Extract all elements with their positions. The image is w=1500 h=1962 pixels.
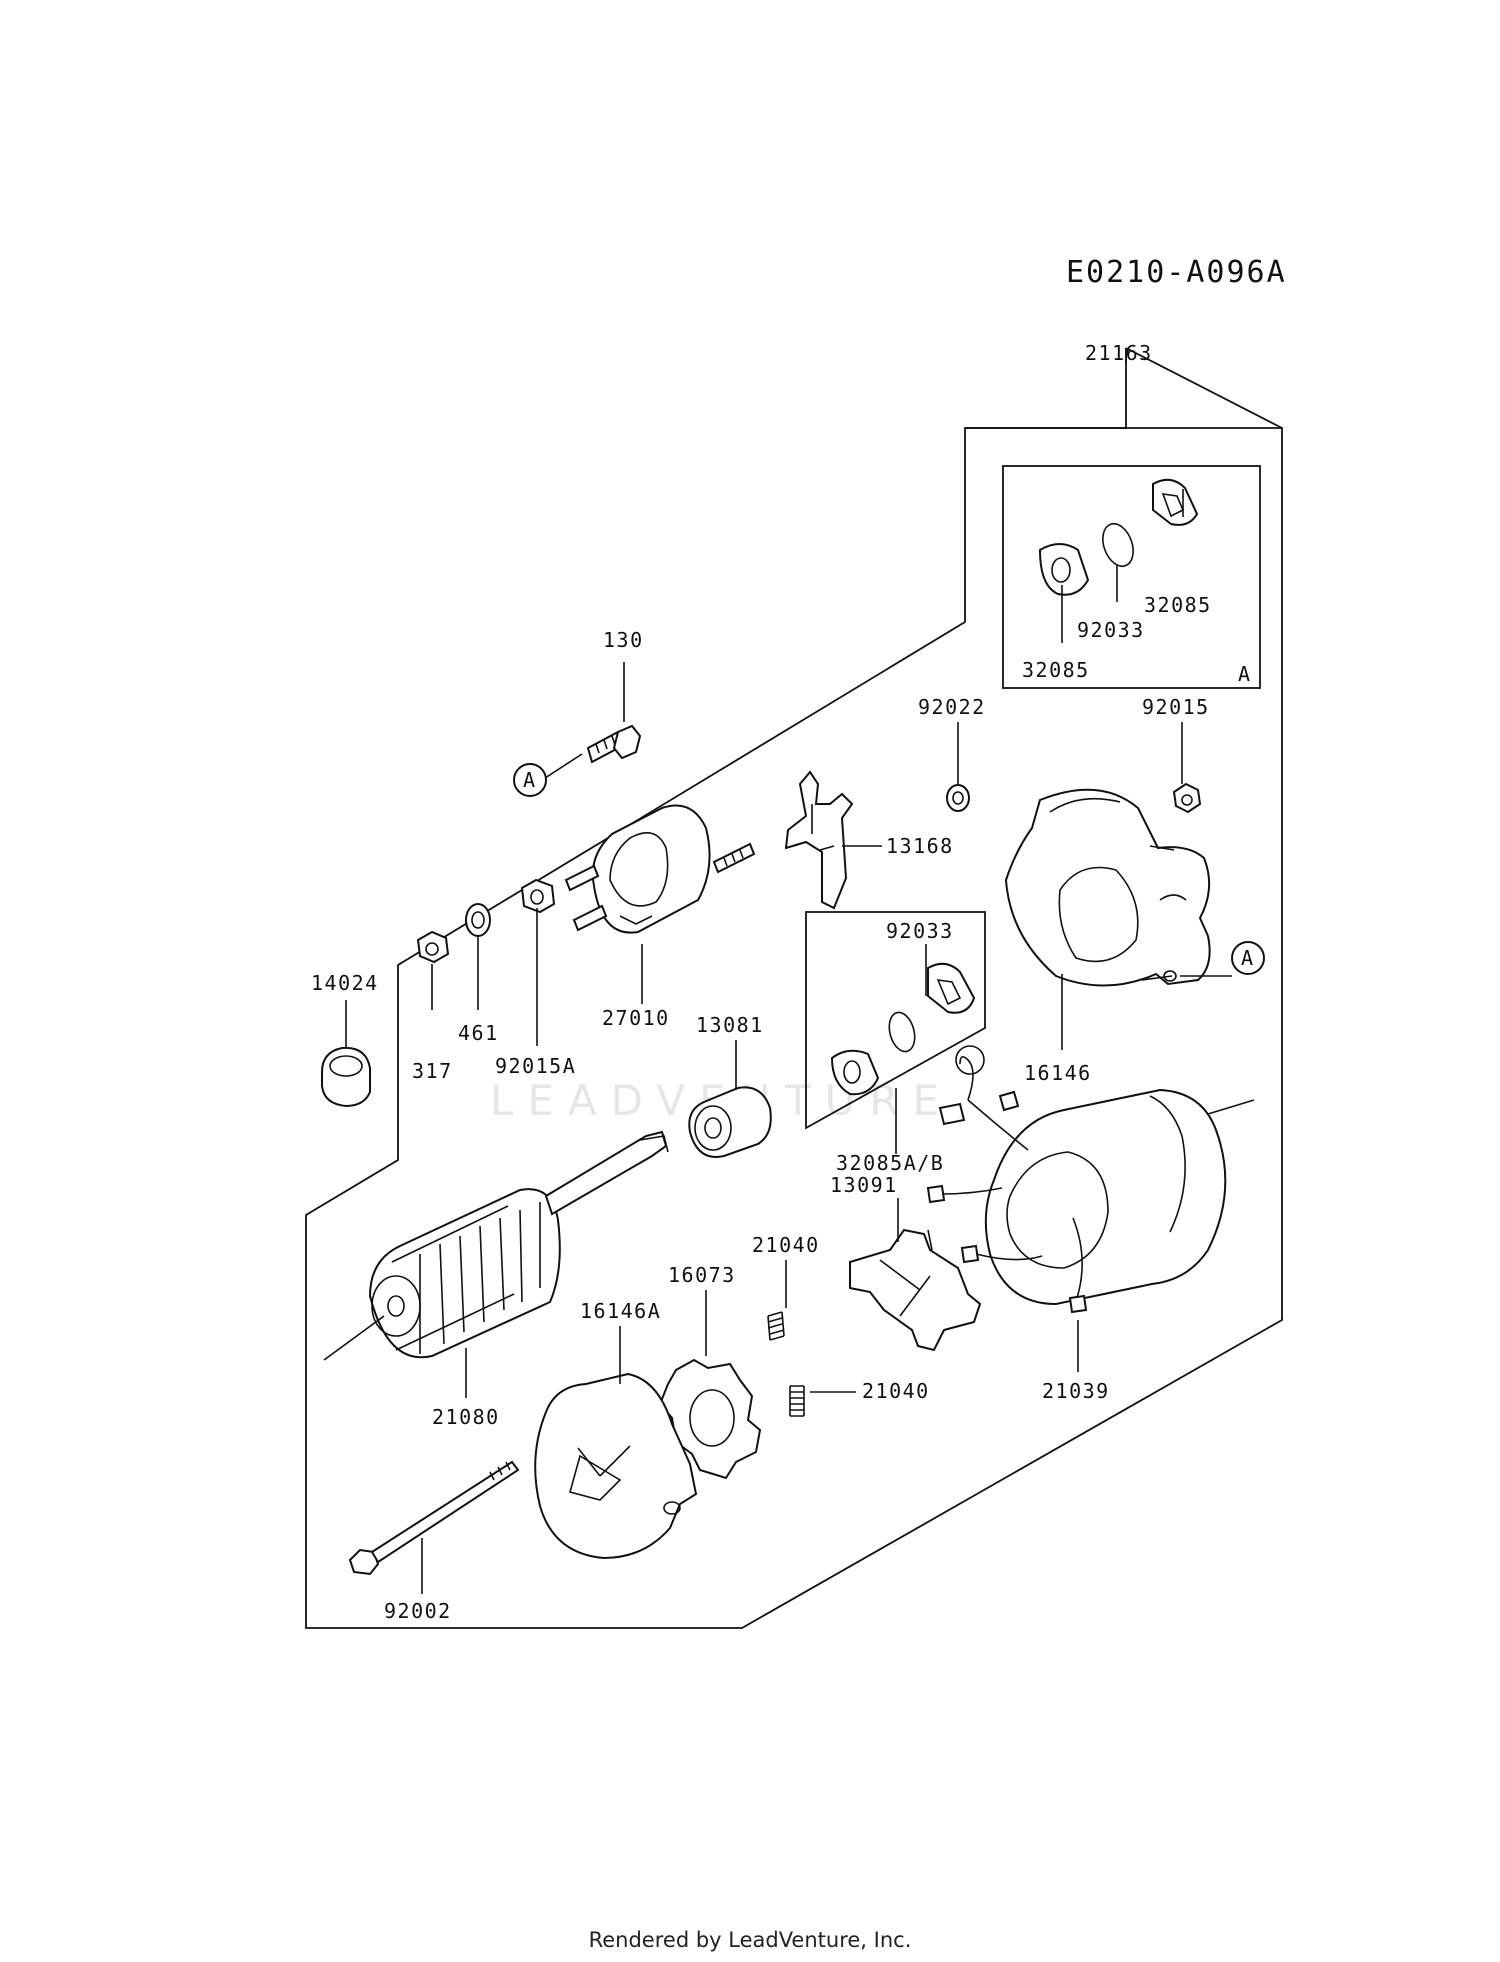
part-317-nut xyxy=(416,930,450,964)
callout-130: 130 xyxy=(603,628,644,652)
callout-92022: 92022 xyxy=(918,695,986,719)
footer-credit: Rendered by LeadVenture, Inc. xyxy=(588,1928,912,1952)
part-92033-ring-b xyxy=(888,1011,916,1053)
callout-14024: 14024 xyxy=(311,971,379,995)
part-14024-cap xyxy=(321,1046,371,1108)
part-92015-nut xyxy=(1172,782,1202,814)
svg-text:A: A xyxy=(523,768,537,792)
callout-21080: 21080 xyxy=(432,1405,500,1429)
callout-13081: 13081 xyxy=(696,1013,764,1037)
part-13168-shift-lever xyxy=(784,770,854,910)
kit-box-a xyxy=(1002,465,1261,689)
part-32085-washer-left xyxy=(1038,543,1090,596)
svg-text:A: A xyxy=(1241,946,1255,970)
part-21080-armature xyxy=(323,1130,669,1361)
callout-92033-b: 92033 xyxy=(886,919,954,943)
callout-16073: 16073 xyxy=(668,1263,736,1287)
part-32085-washer-right xyxy=(1152,478,1199,526)
leader-lines xyxy=(345,348,1232,1594)
callout-kit-a-tag: A xyxy=(1238,662,1252,686)
part-32085AB-washer-left xyxy=(830,1049,880,1096)
part-92022-washer xyxy=(946,784,970,812)
callout-92015: 92015 xyxy=(1142,695,1210,719)
kit-box-32085AB xyxy=(805,911,986,1130)
callout-13168: 13168 xyxy=(886,834,954,858)
callout-21040-a: 21040 xyxy=(752,1233,820,1257)
part-16146-drive-housing xyxy=(1004,788,1211,987)
callout-16146A: 16146A xyxy=(580,1299,661,1323)
callout-32085-a: 32085 xyxy=(1144,593,1212,617)
part-21040-spring-upper xyxy=(767,1311,785,1341)
part-461-washer xyxy=(465,903,491,937)
part-92033-ring-a xyxy=(1102,522,1134,568)
callout-317: 317 xyxy=(412,1059,453,1083)
callout-21163: 21163 xyxy=(1085,341,1153,365)
ref-marker-a-right: A xyxy=(1231,941,1265,975)
callout-92002: 92002 xyxy=(384,1599,452,1623)
part-27010-solenoid xyxy=(564,804,756,934)
assembly-outline xyxy=(305,347,1283,1629)
part-yoke-assembly xyxy=(984,1088,1255,1306)
callout-16146: 16146 xyxy=(1024,1061,1092,1085)
ref-marker-a-left: A xyxy=(513,763,547,797)
part-21040-spring-lower xyxy=(789,1385,805,1417)
part-13091-brush-holder xyxy=(849,1228,982,1352)
callout-32085AB: 32085A/B xyxy=(836,1151,944,1175)
callout-13091: 13091 xyxy=(830,1173,898,1197)
part-13081-pinion xyxy=(688,1086,772,1158)
part-92015A-nut xyxy=(520,878,556,914)
diagram-code: E0210-A096A xyxy=(1066,255,1287,290)
part-130-bolt xyxy=(586,724,642,764)
callout-27010: 27010 xyxy=(602,1006,670,1030)
callout-21040-b: 21040 xyxy=(862,1379,930,1403)
callout-92033-a: 92033 xyxy=(1077,618,1145,642)
callout-461: 461 xyxy=(458,1021,499,1045)
callout-92015A: 92015A xyxy=(495,1054,576,1078)
part-92002-through-bolt xyxy=(348,1460,520,1576)
part-32085AB-washer-right xyxy=(927,962,976,1014)
callout-32085-b: 32085 xyxy=(1022,658,1090,682)
callout-21039: 21039 xyxy=(1042,1379,1110,1403)
part-wiring-leads xyxy=(926,1045,1088,1314)
part-16146A-rear-cover xyxy=(534,1372,698,1560)
